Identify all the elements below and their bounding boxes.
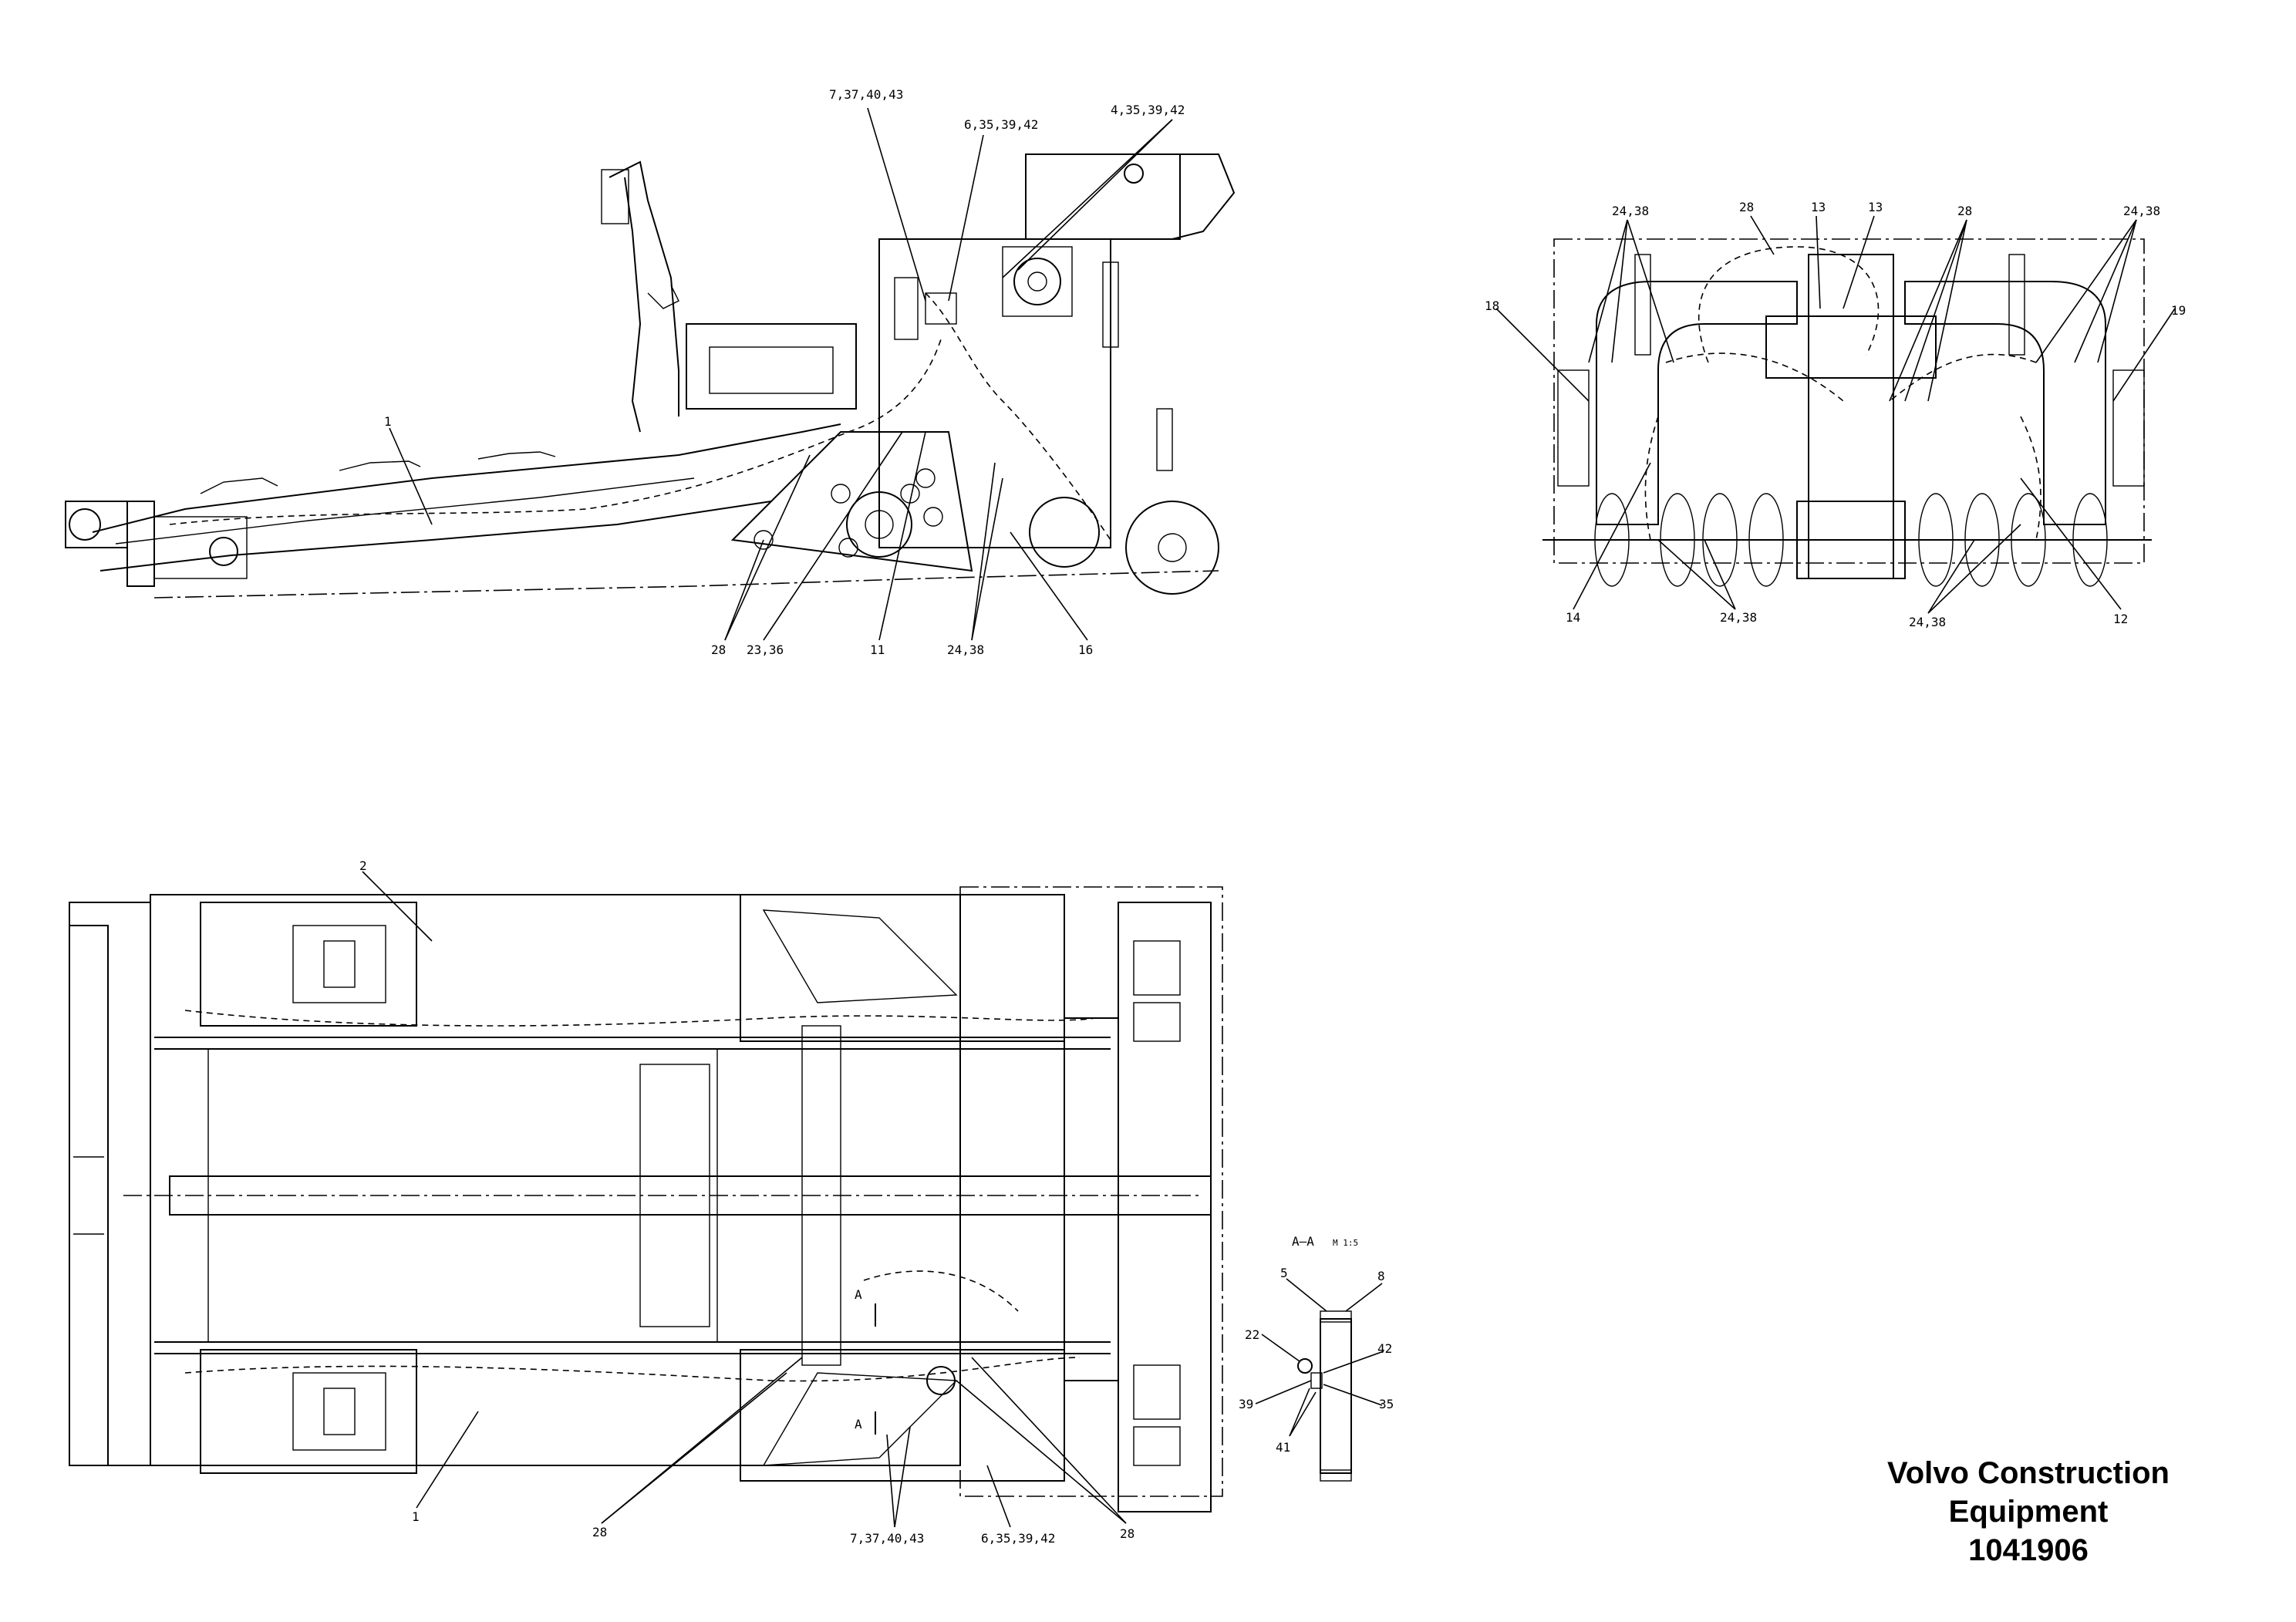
company-name-line2: Equipment	[1948, 1495, 2109, 1529]
callout-1-top: 1	[412, 1509, 420, 1524]
callout-7-37-40-43: 7,37,40,43	[829, 87, 903, 102]
callout-2: 2	[359, 858, 367, 873]
drawing-number: 1041906	[1968, 1533, 2089, 1567]
callout-8: 8	[1377, 1269, 1385, 1283]
company-name-line1: Volvo Construction	[1887, 1456, 2170, 1490]
callout-18: 18	[1485, 298, 1499, 313]
callout-16: 16	[1078, 642, 1093, 657]
callout-13-b: 13	[1868, 200, 1883, 214]
callout-35: 35	[1379, 1397, 1394, 1411]
section-scale: M 1:5	[1333, 1238, 1358, 1248]
callout-19: 19	[2171, 303, 2186, 318]
callout-41: 41	[1276, 1440, 1290, 1455]
callout-24-38-right: 24,38	[2123, 204, 2160, 218]
callout-28: 28	[711, 642, 726, 657]
callout-4-35-39-42: 4,35,39,42	[1111, 103, 1185, 117]
callout-28-top-right: 28	[1120, 1526, 1135, 1541]
callout-12: 12	[2113, 612, 2128, 626]
callout-22: 22	[1245, 1327, 1259, 1342]
section-a-a: A–A M 1:5 5 8 22 42 39 35 41	[1239, 1234, 1394, 1482]
callout-24-38-left: 24,38	[1612, 204, 1649, 218]
callout-7-37-40-43-top: 7,37,40,43	[850, 1531, 924, 1546]
callout-24-38-lower-left: 24,38	[1720, 610, 1757, 625]
side-view: 7,37,40,43 6,35,39,42 4,35,39,42 1 28 23…	[65, 87, 1236, 657]
callout-6-35-39-42: 6,35,39,42	[964, 117, 1038, 132]
callout-24-38-lower-right: 24,38	[1909, 615, 1946, 629]
callout-13-a: 13	[1811, 200, 1826, 214]
callout-39: 39	[1239, 1397, 1253, 1411]
section-title: A–A	[1292, 1234, 1314, 1249]
callout-6-35-39-42-top: 6,35,39,42	[981, 1531, 1055, 1546]
callout-11: 11	[870, 642, 885, 657]
callout-24-38: 24,38	[947, 642, 984, 657]
callout-28-top-left: 28	[592, 1525, 607, 1539]
callout-1: 1	[384, 414, 392, 429]
callout-28-loop: 28	[1739, 200, 1754, 214]
section-mark-a-lower: A	[855, 1417, 862, 1431]
top-view: 2 1 28 7,37,40,43 6,35,39,42 28 A A	[69, 858, 1223, 1546]
callout-28-right: 28	[1957, 204, 1972, 218]
callout-5: 5	[1280, 1266, 1288, 1280]
callout-42: 42	[1377, 1341, 1392, 1356]
callout-23-36: 23,36	[747, 642, 784, 657]
title-block: Volvo Construction Equipment 1041906	[1836, 1454, 2221, 1570]
rear-view: 24,38 28 13 13 28 24,38 18 19 14 24,38 2…	[1485, 200, 2186, 629]
callout-14: 14	[1566, 610, 1580, 625]
section-mark-a-upper: A	[855, 1287, 862, 1302]
